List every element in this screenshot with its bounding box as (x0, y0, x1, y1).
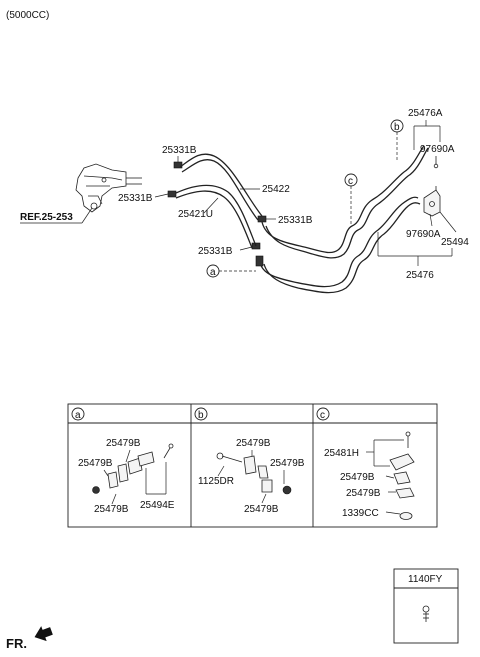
fastener-box: 1140FY (393, 568, 459, 644)
ref-label: REF.25-253 (20, 212, 73, 223)
tube-25476 (255, 196, 421, 294)
label-25422: 25422 (262, 184, 290, 195)
panel-a-label-4: 25494E (140, 500, 175, 511)
callout-c: c (344, 173, 358, 226)
reference-fitting-assembly (75, 163, 142, 213)
clamp-25331B-2 (167, 190, 177, 198)
label-97690A-1: 97690A (420, 144, 455, 155)
svg-text:a: a (210, 267, 216, 278)
hose-25422 (179, 153, 263, 221)
front-arrow-icon (34, 626, 53, 642)
panel-a-label-3: 25479B (94, 504, 129, 515)
panel-a-label-2: 25479B (78, 458, 113, 469)
callout-a: a (206, 264, 256, 278)
fastener-label: 1140FY (408, 574, 443, 585)
tube-25476A (261, 145, 429, 259)
panel-b-label-3: 25479B (270, 458, 305, 469)
label-25494: 25494 (441, 237, 469, 248)
engine-label: (5000CC) (6, 10, 49, 21)
panel-c-label-3: 25479B (346, 488, 381, 499)
panel-a-tag: a (75, 410, 81, 421)
panel-b-label-1: 25479B (236, 438, 271, 449)
panel-b-label-2: 1125DR (198, 476, 234, 487)
label-25331B-4: 25331B (198, 246, 233, 257)
svg-text:c: c (348, 176, 353, 187)
panel-c-label-4: 1339CC (342, 508, 379, 519)
hose-25421U (175, 184, 257, 249)
callout-b: b (390, 119, 404, 160)
label-25331B-1: 25331B (162, 145, 197, 156)
detail-panels: a 25479B 25479B 25479B 25494E b 25479B 1… (67, 403, 438, 528)
label-25331B-2: 25331B (118, 193, 153, 204)
panel-b-label-4: 25479B (244, 504, 279, 515)
label-97690A-2: 97690A (406, 229, 441, 240)
clamp-25331B-3 (257, 215, 267, 223)
panel-c-label-2: 25479B (340, 472, 375, 483)
panel-a-label-1: 25479B (106, 438, 141, 449)
front-label: FR. (6, 636, 27, 651)
label-25476: 25476 (406, 270, 434, 281)
panel-c-label-1: 25481H (324, 448, 359, 459)
panel-c-tag: c (320, 410, 325, 421)
panel-b-tag: b (198, 410, 204, 421)
label-25331B-3: 25331B (278, 215, 313, 226)
bracket-25494 (423, 186, 441, 217)
label-25476A: 25476A (408, 108, 443, 119)
label-25421U: 25421U (178, 209, 213, 220)
svg-text:b: b (394, 122, 400, 133)
clip-97690A-1 (433, 163, 439, 169)
